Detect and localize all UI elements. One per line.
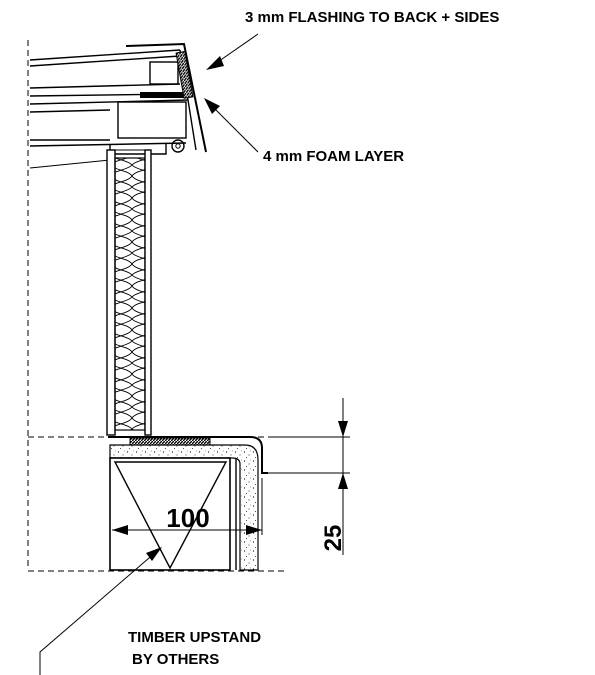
flashing-hatch	[175, 50, 194, 99]
timber-leader	[39, 551, 157, 675]
dimensions: 100 25	[112, 398, 350, 555]
dimension-height-label: 25	[320, 525, 347, 552]
rooflight-frame	[27, 40, 207, 570]
timber-label-line2: BY OTHERS	[132, 651, 219, 668]
flashing-leader-arrow	[206, 56, 224, 70]
dim-width-arrow-left	[112, 525, 128, 535]
dimension-width-label: 100	[166, 503, 209, 533]
foam-leader	[209, 103, 259, 153]
frame-line-5	[29, 99, 189, 105]
base-detail	[28, 436, 285, 572]
kerb-outer-skin	[106, 149, 116, 436]
frame-line-6	[29, 109, 111, 113]
frame-line-2	[29, 55, 181, 67]
dim-height-arrow-bottom	[338, 473, 348, 489]
foam-layer-strip	[129, 437, 211, 446]
timber-label-line1: TIMBER UPSTAND	[128, 629, 261, 646]
frame-lower-line	[29, 159, 111, 169]
kerb-inner-skin	[144, 149, 152, 436]
kerb-top-cap	[114, 149, 146, 159]
foam-strip	[140, 92, 186, 98]
flashing-outline	[125, 42, 207, 153]
frame-line-8	[29, 142, 187, 147]
annotations: 3 mm FLASHING TO BACK + SIDES 4 mm FOAM …	[39, 9, 499, 675]
bolt-centre	[175, 143, 181, 149]
dim-width-arrow-right	[246, 525, 262, 535]
flashing-label: 3 mm FLASHING TO BACK + SIDES	[245, 9, 499, 26]
timber-upstand	[109, 457, 231, 571]
flashing-lip	[108, 436, 268, 474]
timber-symbol	[113, 461, 228, 570]
bracket	[109, 144, 167, 155]
frame-box	[117, 101, 187, 139]
bolt-circle	[171, 139, 185, 153]
foam-label: 4 mm FOAM LAYER	[263, 148, 404, 165]
frame-small-box	[149, 61, 179, 85]
dim-height-arrow-top	[338, 421, 348, 437]
insulation-core	[114, 157, 146, 431]
insulated-kerb-wall	[106, 149, 152, 436]
timber-leader-arrow	[146, 547, 162, 561]
frame-top-line	[29, 49, 181, 61]
foam-leader-arrow	[204, 98, 220, 114]
